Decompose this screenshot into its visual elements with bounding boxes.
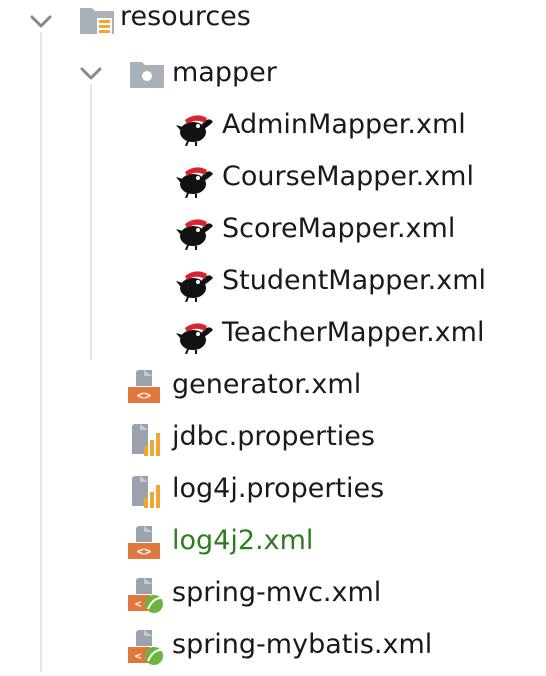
mybatis-mapper-icon <box>176 271 213 302</box>
tree-item-label: ScoreMapper.xml <box>222 213 456 244</box>
tree-item-label: CourseMapper.xml <box>222 161 474 192</box>
tree-item-score-mapper[interactable]: ScoreMapper.xml <box>0 208 546 260</box>
tree-item-label: spring-mvc.xml <box>172 577 382 608</box>
tree-item-label: jdbc.properties <box>172 421 375 452</box>
tree-item-generator-xml[interactable]: <> generator.xml <box>0 364 546 416</box>
tree-item-jdbc-properties[interactable]: jdbc.properties <box>0 416 546 468</box>
svg-text:<>: <> <box>137 389 151 403</box>
xml-file-icon: <> <box>128 526 160 559</box>
tree-item-course-mapper[interactable]: CourseMapper.xml <box>0 156 546 208</box>
tree-item-log4j-properties[interactable]: log4j.properties <box>0 468 546 520</box>
tree-item-student-mapper[interactable]: StudentMapper.xml <box>0 260 546 312</box>
indent-guide-resources <box>40 32 42 672</box>
tree-item-teacher-mapper[interactable]: TeacherMapper.xml <box>0 312 546 364</box>
tree-item-label: spring-mybatis.xml <box>172 629 433 660</box>
tree-item-label: StudentMapper.xml <box>222 265 487 296</box>
chevron-down-icon[interactable] <box>78 65 104 83</box>
properties-file-icon <box>132 476 160 508</box>
svg-text:<: < <box>135 650 142 663</box>
folder-icon <box>130 62 164 88</box>
tree-item-label: log4j2.xml <box>172 525 314 556</box>
tree-item-label: mapper <box>172 57 277 88</box>
svg-text:<: < <box>135 598 142 611</box>
tree-item-label: resources <box>120 1 251 32</box>
tree-item-label: log4j.properties <box>172 473 385 504</box>
chevron-down-icon[interactable] <box>28 13 54 31</box>
mybatis-mapper-icon <box>176 323 213 354</box>
tree-item-mapper[interactable]: mapper <box>0 52 546 104</box>
tree-item-resources[interactable]: resources <box>0 0 546 52</box>
spring-xml-icon: < <box>128 630 163 665</box>
xml-file-icon: <> <box>128 370 160 403</box>
resources-folder-icon <box>80 8 114 36</box>
tree-item-admin-mapper[interactable]: AdminMapper.xml <box>0 104 546 156</box>
mybatis-mapper-icon <box>176 219 213 250</box>
tree-item-label: generator.xml <box>172 369 362 400</box>
svg-text:<>: <> <box>137 545 151 559</box>
tree-item-spring-mvc-xml[interactable]: < spring-mvc.xml <box>0 572 546 624</box>
tree-item-spring-mybatis-xml[interactable]: < spring-mybatis.xml <box>0 624 546 676</box>
properties-file-icon <box>132 424 160 456</box>
spring-xml-icon: < <box>128 578 163 613</box>
tree-item-label: TeacherMapper.xml <box>222 317 485 348</box>
indent-guide-mapper <box>90 84 92 360</box>
tree-item-label: AdminMapper.xml <box>222 109 466 140</box>
mybatis-mapper-icon <box>176 115 213 146</box>
mybatis-mapper-icon <box>176 167 213 198</box>
tree-item-log4j2-xml[interactable]: <> log4j2.xml <box>0 520 546 572</box>
